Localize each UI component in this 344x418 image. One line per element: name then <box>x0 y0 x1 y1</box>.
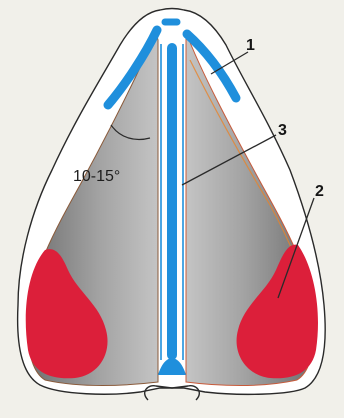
callout-label-3: 3 <box>278 122 287 139</box>
callout-label-2: 2 <box>315 183 324 200</box>
angle-label: 10-15° <box>73 168 120 185</box>
callout-label-1: 1 <box>246 37 255 54</box>
